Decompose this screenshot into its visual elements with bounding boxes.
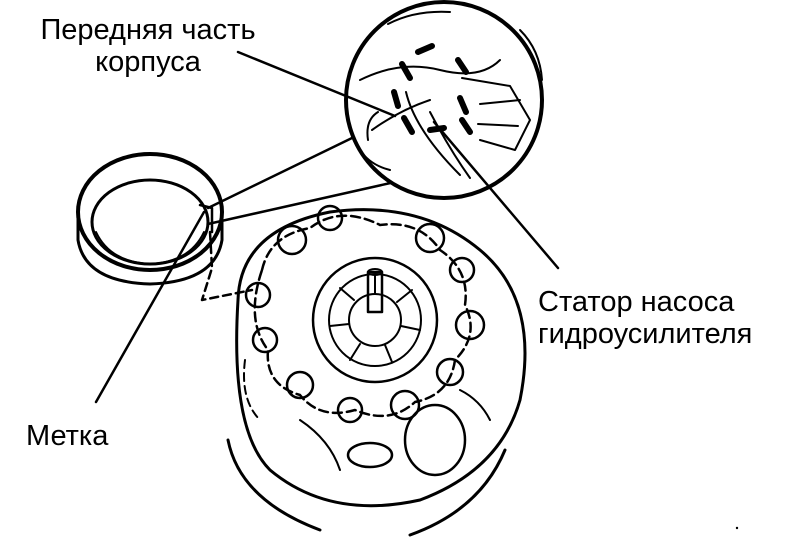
callout-lines bbox=[198, 136, 397, 302]
front-housing-label: Передняя часть корпуса bbox=[18, 14, 278, 78]
stator-label-line-1: Статор насоса bbox=[538, 286, 735, 318]
pump-body bbox=[226, 204, 527, 537]
front-housing-label-line-2: корпуса bbox=[95, 46, 201, 78]
detail-magnifier bbox=[344, 0, 544, 200]
mark-label: Метка bbox=[26, 420, 109, 452]
front-housing-label-line-1: Передняя часть bbox=[40, 14, 256, 46]
leader-lines bbox=[94, 50, 560, 404]
seal-ring bbox=[76, 152, 224, 286]
stator-label: Статор насоса гидроусилителя bbox=[538, 286, 752, 350]
stator-label-line-2: гидроусилителя bbox=[538, 318, 753, 350]
speck bbox=[735, 526, 739, 530]
